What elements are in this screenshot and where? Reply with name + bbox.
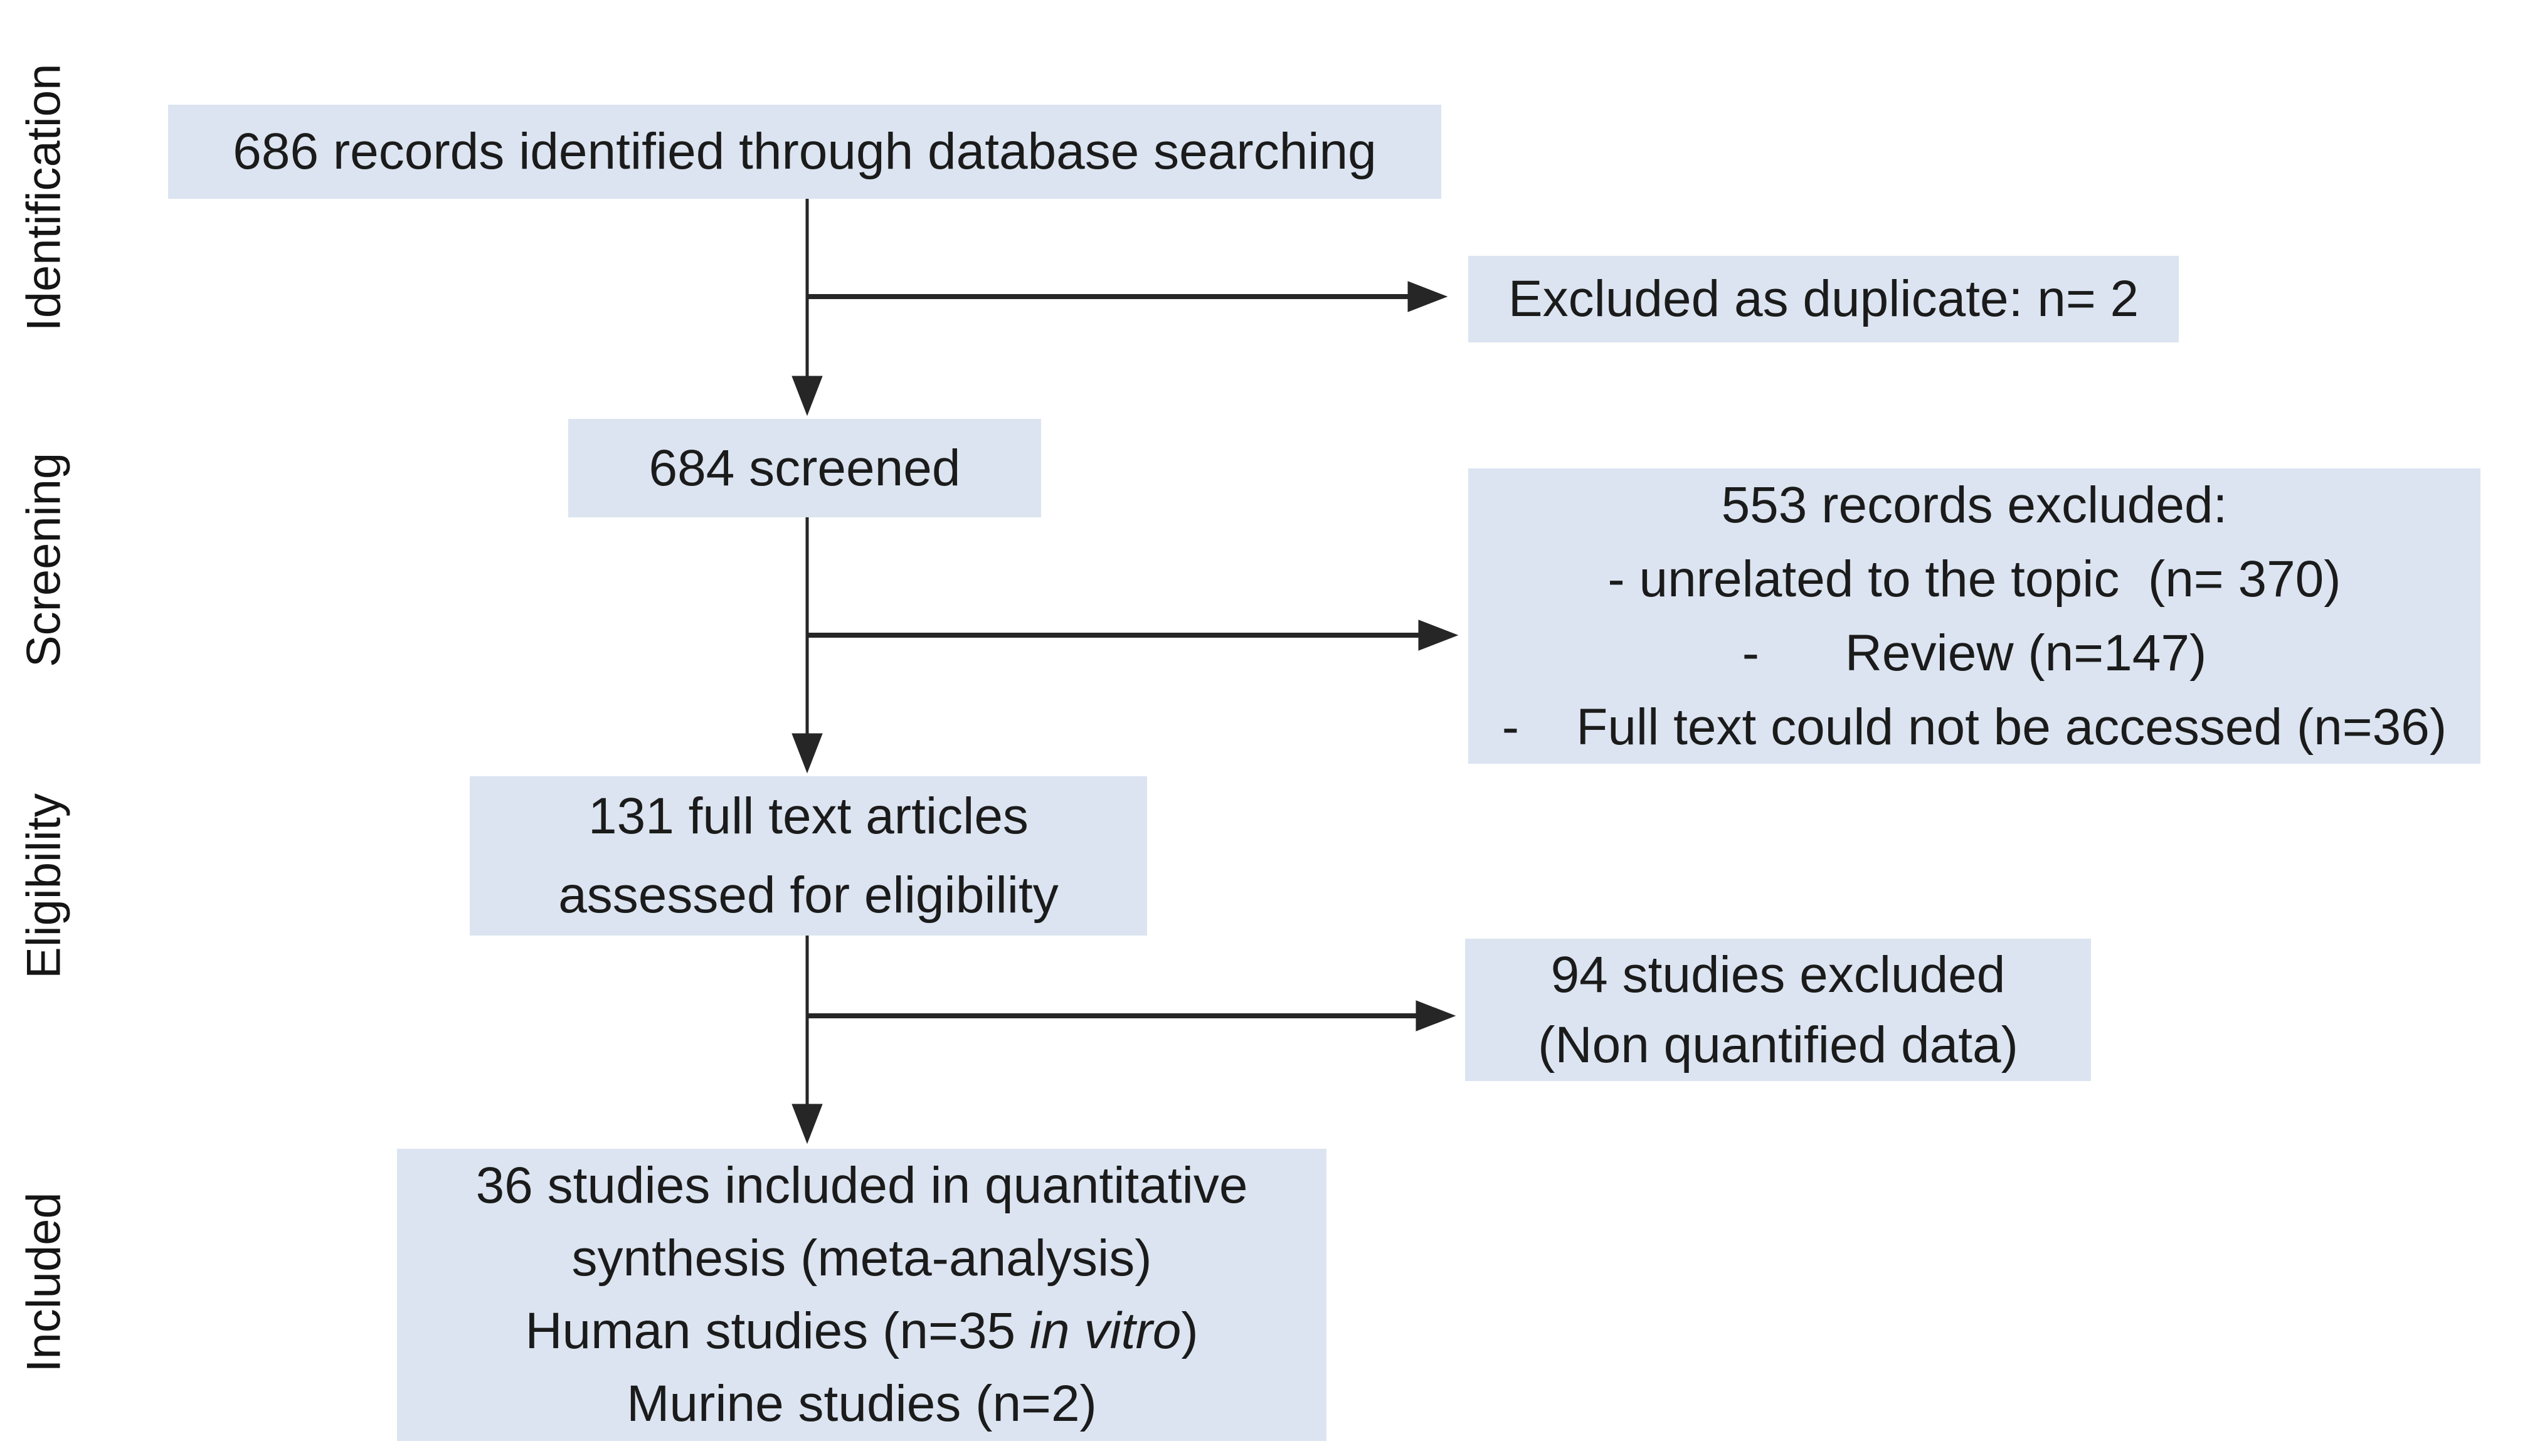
excluded-screening-line-1: 553 records excluded: [1721,476,2228,534]
arrow-identified-to-screened-head [791,376,823,416]
box-fulltext-assessed: 131 full text articles assessed for elig… [470,776,1147,936]
in-vitro-italic: in vitro [1029,1302,1182,1359]
box-records-identified: 686 records identified through database … [168,105,1441,199]
excluded-duplicates-text: Excluded as duplicate: n= 2 [1508,270,2139,327]
excluded-screening-line-4: - Full text could not be accessed (n=36) [1501,698,2447,756]
studies-included-line-3: Human studies (n=35 in vitro) [525,1295,1198,1368]
arrow-to-excluded-eligibility-head [1416,1000,1456,1031]
records-identified-text: 686 records identified through database … [233,123,1377,180]
stage-label-eligibility: Eligibility [17,793,71,979]
box-excluded-duplicates: Excluded as duplicate: n= 2 [1468,256,2179,342]
box-excluded-eligibility: 94 studies excluded (Non quantified data… [1465,939,2091,1081]
studies-included-line-2: synthesis (meta-analysis) [571,1230,1152,1287]
excluded-eligibility-line-1: 94 studies excluded [1550,946,2006,1003]
arrow-fulltext-to-included-head [791,1104,823,1144]
arrow-to-duplicates-head [1407,281,1448,312]
excluded-screening-line-2: - unrelated to the topic (n= 370) [1607,550,2341,608]
fulltext-line-1: 131 full text articles [588,788,1029,845]
stage-label-included: Included [17,1192,71,1373]
stage-label-screening: Screening [17,452,71,668]
records-screened-text: 684 screened [648,439,961,497]
stage-label-identification: Identification [17,63,71,332]
box-excluded-screening: 553 records excluded: - unrelated to the… [1468,468,2480,764]
arrow-screened-to-fulltext-head [791,733,823,774]
box-studies-included: 36 studies included in quantitative synt… [397,1149,1326,1441]
human-studies-prefix: Human studies (n=35 [525,1302,1030,1359]
excluded-screening-line-3: - Review (n=147) [1742,624,2207,682]
studies-included-line-1: 36 studies included in quantitative [475,1157,1248,1214]
box-records-screened: 684 screened [568,419,1041,517]
human-studies-suffix: ) [1181,1302,1199,1359]
arrow-to-excluded-screening-head [1418,620,1459,651]
excluded-eligibility-line-2: (Non quantified data) [1538,1016,2018,1074]
studies-included-line-4: Murine studies (n=2) [627,1375,1097,1432]
fulltext-line-2: assessed for eligibility [558,867,1059,924]
